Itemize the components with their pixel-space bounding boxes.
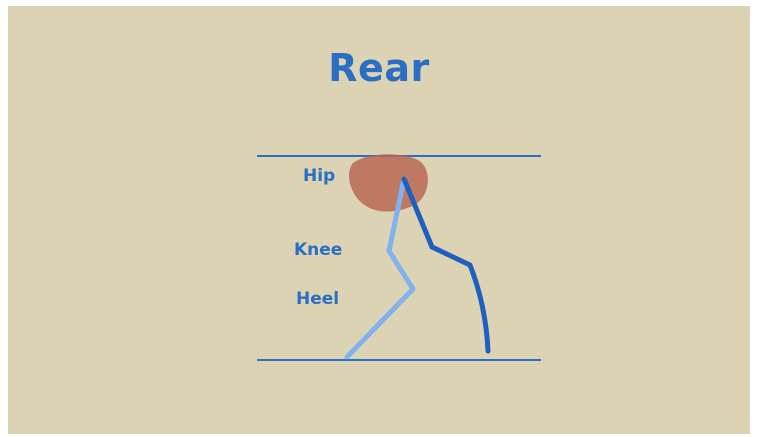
heel-label: Heel <box>296 289 339 309</box>
leg-diagram <box>8 6 750 434</box>
slide: Rear Hip Knee Heel <box>8 6 750 434</box>
knee-label: Knee <box>294 240 342 260</box>
hip-label: Hip <box>303 166 335 186</box>
dark-leg-line <box>404 179 488 351</box>
